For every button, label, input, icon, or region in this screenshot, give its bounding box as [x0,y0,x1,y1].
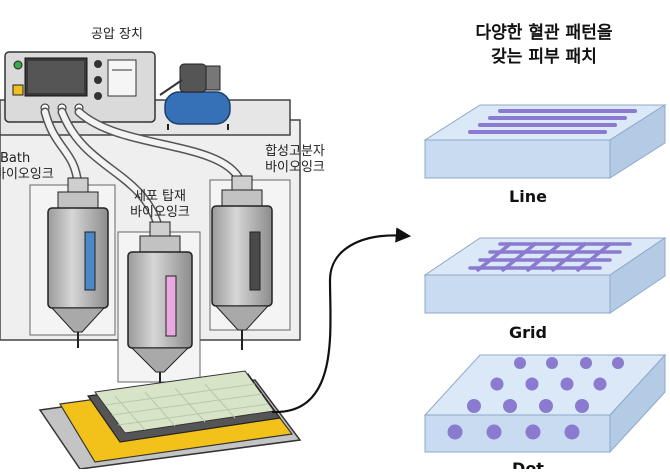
title-line-1: 다양한 혈관 패턴을 [476,22,613,43]
patch-grid [423,237,667,314]
pattern-label-grid: Grid [509,323,547,342]
cartridge-bath [47,177,109,348]
pattern-label-dot: Dot [512,459,544,469]
patch-dot [423,353,667,454]
cartridge-cell [127,221,193,392]
dot-pattern [447,357,624,440]
title-line-2: 갖는 피부 패치 [491,47,597,67]
label-synth-2: 바이오잉크 [265,160,325,175]
cartridge-synthetic [211,175,273,350]
pneumatic-controller [4,51,156,123]
patch-line [423,104,667,179]
label-bath-2: 바이오잉크 [0,167,54,182]
bath-window [84,231,96,291]
air-compressor [159,63,231,130]
label-cell-1: 세포 탑재 [134,189,186,204]
label-cell-2: 바이오잉크 [130,205,190,220]
printed-grid [104,383,269,431]
pattern-label-line: Line [509,187,547,206]
cell-window [165,275,177,337]
label-pressure-device: 공압 장치 [91,27,143,42]
pressure-tubes [40,107,245,230]
label-synth-1: 합성고분자 [265,144,325,159]
transfer-arrow [271,227,412,414]
label-bath-1: Bath [0,151,30,166]
synthetic-window [249,231,261,291]
build-platform [38,370,302,470]
grid-pattern [468,242,632,272]
line-pattern [468,109,637,134]
